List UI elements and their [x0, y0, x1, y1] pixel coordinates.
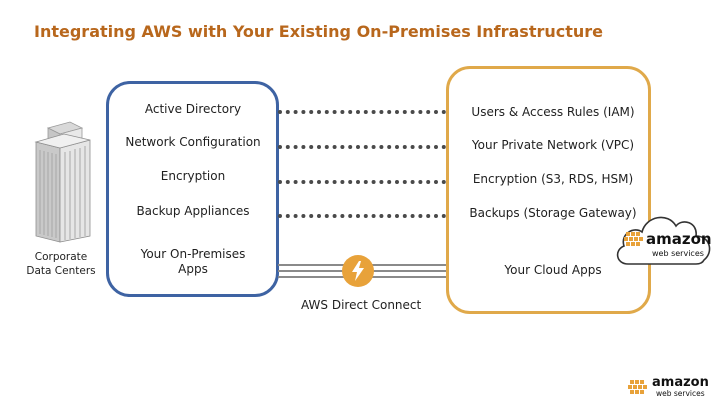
lightning-icon [342, 255, 374, 287]
datacenter-label: Corporate Data Centers [26, 251, 96, 277]
building-icon [30, 120, 94, 244]
cloud-item-backups: Backups (Storage Gateway) [469, 206, 637, 220]
aws-logo-word: amazon [652, 375, 709, 390]
page-title: Integrating AWS with Your Existing On-Pr… [34, 22, 604, 41]
aws-logo-sub: web services [656, 389, 705, 398]
aws-logo: amazon web services [626, 374, 716, 400]
onprem-item-encryption: Encryption [160, 169, 226, 183]
cloud-item-encryption: Encryption (S3, RDS, HSM) [472, 172, 634, 186]
connector-line [278, 180, 446, 184]
connector-line [278, 110, 446, 114]
onprem-item-active-directory: Active Directory [144, 102, 242, 116]
cloud-item-vpc: Your Private Network (VPC) [471, 138, 635, 152]
cloud-box [446, 66, 651, 314]
cloud-icon: amazon web services [612, 202, 716, 270]
direct-connect-label: AWS Direct Connect [301, 298, 422, 312]
amazon-logo-sub: web services [652, 249, 704, 258]
onprem-apps-label: Your On-Premises Apps [140, 247, 246, 276]
onprem-item-backup-appliances: Backup Appliances [136, 204, 250, 218]
cloud-apps-label: Your Cloud Apps [504, 263, 602, 277]
connector-line [278, 214, 446, 218]
onprem-box [106, 81, 279, 297]
amazon-logo-word: amazon [646, 230, 712, 248]
cloud-item-iam: Users & Access Rules (IAM) [471, 105, 635, 119]
onprem-item-network-configuration: Network Configuration [125, 135, 261, 149]
connector-line [278, 145, 446, 149]
